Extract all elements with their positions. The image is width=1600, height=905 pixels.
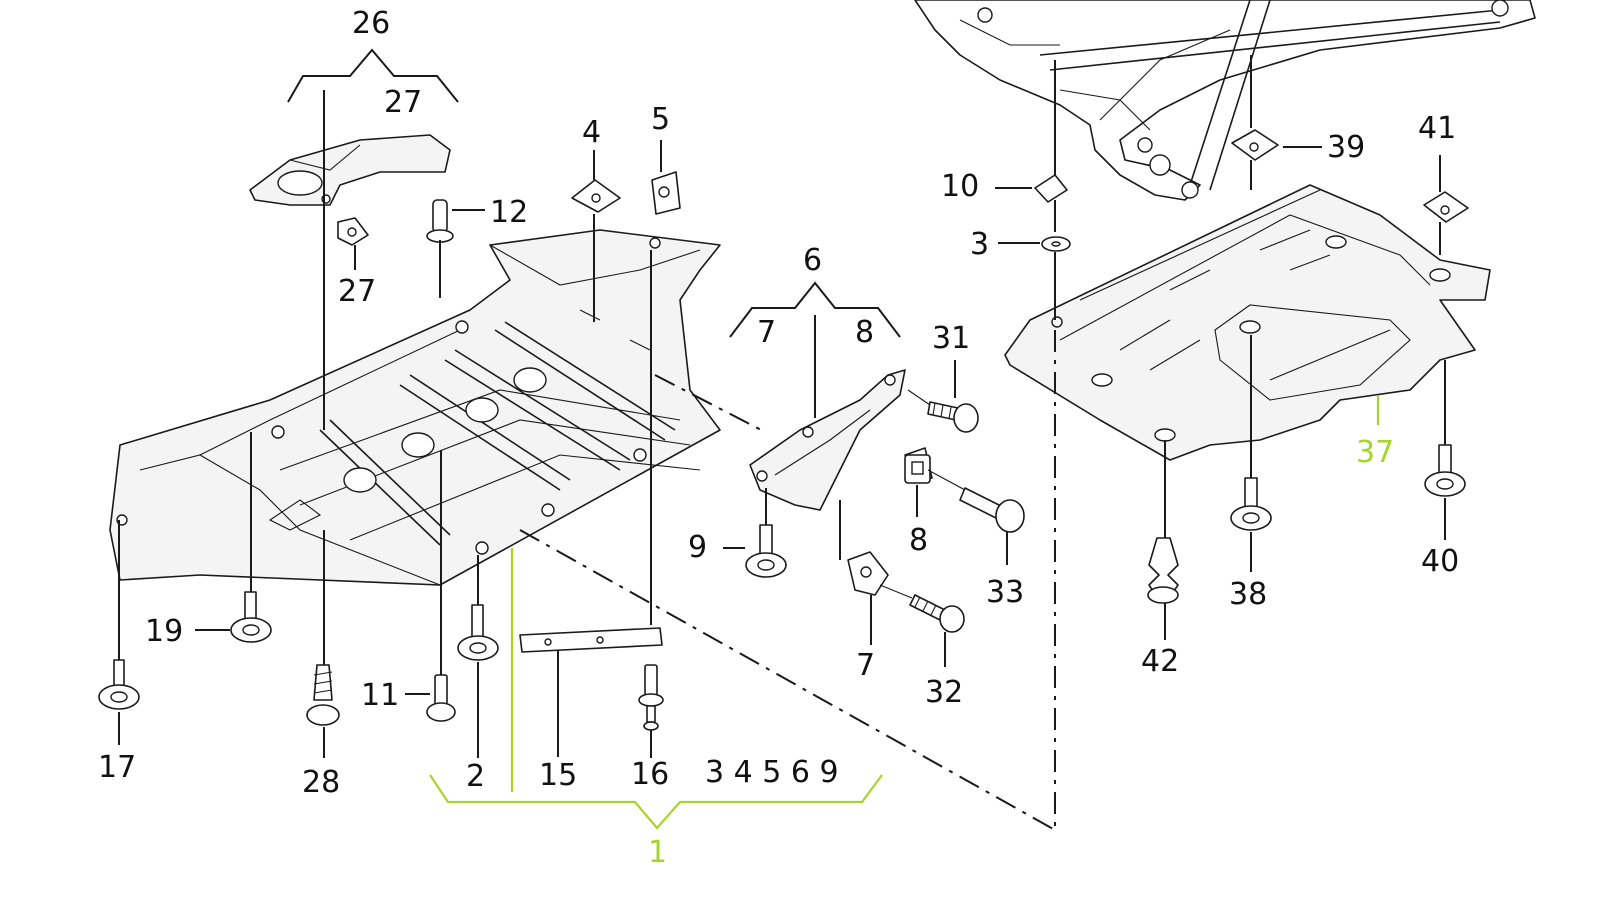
label-9: 9 bbox=[688, 530, 707, 565]
label-16: 16 bbox=[631, 757, 669, 792]
screw-2 bbox=[457, 604, 499, 661]
bolt-33 bbox=[959, 487, 1025, 533]
label-12: 12 bbox=[490, 195, 528, 230]
air-duct-part bbox=[249, 134, 451, 206]
screw-40 bbox=[1424, 444, 1466, 497]
label-7: 7 bbox=[856, 648, 875, 683]
label-6: 6 bbox=[803, 243, 822, 278]
label-10: 10 bbox=[941, 169, 979, 204]
underbody-panel-front bbox=[109, 229, 721, 586]
label-15: 15 bbox=[539, 758, 577, 793]
label-19: 19 bbox=[145, 614, 183, 649]
label-1: 1 bbox=[648, 835, 667, 870]
label-31: 31 bbox=[932, 321, 970, 356]
screw-9 bbox=[745, 524, 787, 578]
pin-16 bbox=[638, 664, 664, 731]
nut-8 bbox=[904, 454, 931, 484]
label-37: 37 bbox=[1356, 435, 1394, 470]
clip-27 bbox=[337, 217, 369, 246]
screw-17 bbox=[98, 659, 140, 710]
screw-32 bbox=[909, 594, 965, 633]
clip-4 bbox=[571, 179, 621, 213]
screw-28 bbox=[306, 664, 340, 726]
screw-31 bbox=[927, 401, 979, 433]
label-4: 4 bbox=[582, 115, 601, 150]
clip-41 bbox=[1423, 191, 1469, 223]
washer-3 bbox=[1041, 236, 1071, 252]
heat-shield-6 bbox=[749, 369, 933, 596]
label-26: 26 bbox=[352, 6, 390, 41]
label-5: 5 bbox=[651, 102, 670, 137]
label-8-top: 8 bbox=[855, 315, 874, 350]
label-group-list: 3 4 5 6 9 bbox=[705, 755, 839, 790]
label-33: 33 bbox=[986, 575, 1024, 610]
bracket-5 bbox=[651, 171, 681, 215]
callout-labels: 26 27 27 12 4 5 19 17 28 11 2 15 16 3 4 … bbox=[98, 6, 1459, 870]
label-11: 11 bbox=[361, 678, 399, 713]
label-42: 42 bbox=[1141, 644, 1179, 679]
subframe-structure bbox=[914, 0, 1536, 201]
label-3: 3 bbox=[970, 227, 989, 262]
label-27-top: 27 bbox=[384, 85, 422, 120]
strip-15 bbox=[519, 627, 663, 653]
bolt-12 bbox=[426, 199, 454, 243]
label-32: 32 bbox=[925, 675, 963, 710]
label-2: 2 bbox=[466, 759, 485, 794]
clip-39 bbox=[1231, 129, 1279, 161]
label-28: 28 bbox=[302, 765, 340, 800]
leader-lines bbox=[118, 48, 1446, 831]
label-39: 39 bbox=[1327, 130, 1365, 165]
label-27: 27 bbox=[338, 274, 376, 309]
clip-42 bbox=[1147, 537, 1179, 604]
underbody-panel-rear-37 bbox=[1004, 184, 1491, 461]
label-41: 41 bbox=[1418, 111, 1456, 146]
screw-38 bbox=[1230, 477, 1272, 531]
label-40: 40 bbox=[1421, 544, 1459, 579]
nut-10 bbox=[1034, 174, 1068, 203]
label-38: 38 bbox=[1229, 577, 1267, 612]
label-7-top: 7 bbox=[757, 315, 776, 350]
label-17: 17 bbox=[98, 750, 136, 785]
bolt-11 bbox=[426, 674, 456, 722]
screw-19 bbox=[230, 591, 272, 643]
label-8: 8 bbox=[909, 523, 928, 558]
